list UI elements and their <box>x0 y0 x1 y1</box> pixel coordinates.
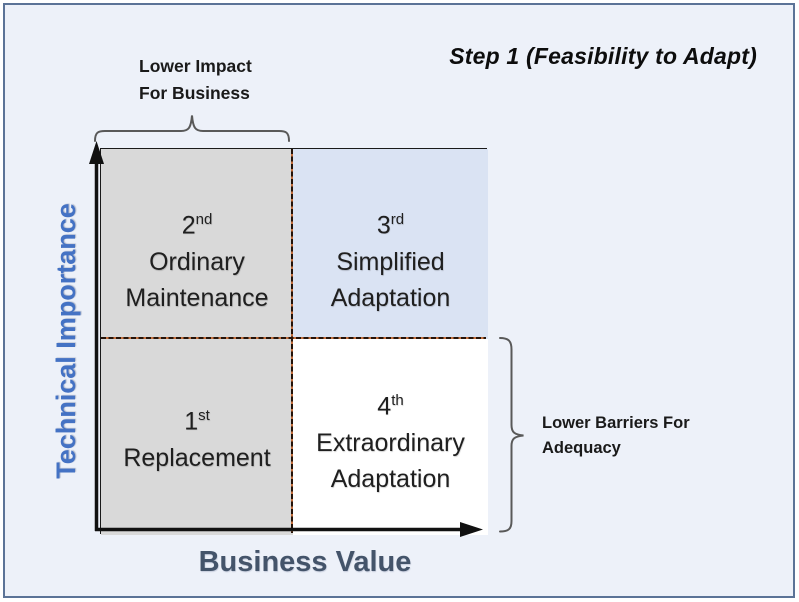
right-brace-label-line1: Lower Barriers For <box>542 414 690 432</box>
top-brace-label-line1: Lower Impact <box>139 56 252 76</box>
diagram-frame: Step 1 (Feasibility to Adapt) Lower Impa… <box>3 3 795 598</box>
right-brace-icon <box>499 337 524 533</box>
quadrant-rank: 2nd <box>181 211 213 240</box>
right-brace-label-line2: Adequacy <box>542 439 621 457</box>
vertical-dashed-divider <box>291 149 293 533</box>
quadrant-simplified-adaptation: 3rd Simplified Adaptation <box>293 149 488 339</box>
right-brace-label: Lower Barriers For Adequacy <box>542 411 690 461</box>
quadrant-replacement: 1st Replacement <box>101 339 293 535</box>
horizontal-dashed-divider <box>101 337 486 339</box>
top-brace-label: Lower Impact For Business <box>139 53 252 107</box>
top-brace-label-line2: For Business <box>139 83 250 103</box>
quadrant-extraordinary-adaptation: 4th Extraordinary Adaptation <box>293 339 488 535</box>
x-axis-label: Business Value <box>198 546 412 578</box>
quadrant-rank: 1st <box>184 407 210 436</box>
quadrant-label-line: Maintenance <box>125 283 269 312</box>
quadrant-rank: 4th <box>377 392 404 421</box>
quadrant-label-line: Replacement <box>123 443 271 472</box>
diagram-title: Step 1 (Feasibility to Adapt) <box>449 43 757 69</box>
quadrant-label-line: Extraordinary <box>316 428 465 457</box>
quadrant-label-line: Adaptation <box>330 283 451 312</box>
quadrant-label-line: Adaptation <box>330 464 451 493</box>
quadrant-grid: 2nd Ordinary Maintenance 3rd Simplified … <box>100 148 488 535</box>
quadrant-ordinary-maintenance: 2nd Ordinary Maintenance <box>101 149 293 339</box>
quadrant-rank: 3rd <box>376 211 405 240</box>
quadrant-label-line: Ordinary <box>149 247 245 276</box>
top-brace-icon <box>94 115 290 142</box>
y-axis-label: Technical Importance <box>51 203 81 479</box>
quadrant-label-line: Simplified <box>336 247 445 276</box>
